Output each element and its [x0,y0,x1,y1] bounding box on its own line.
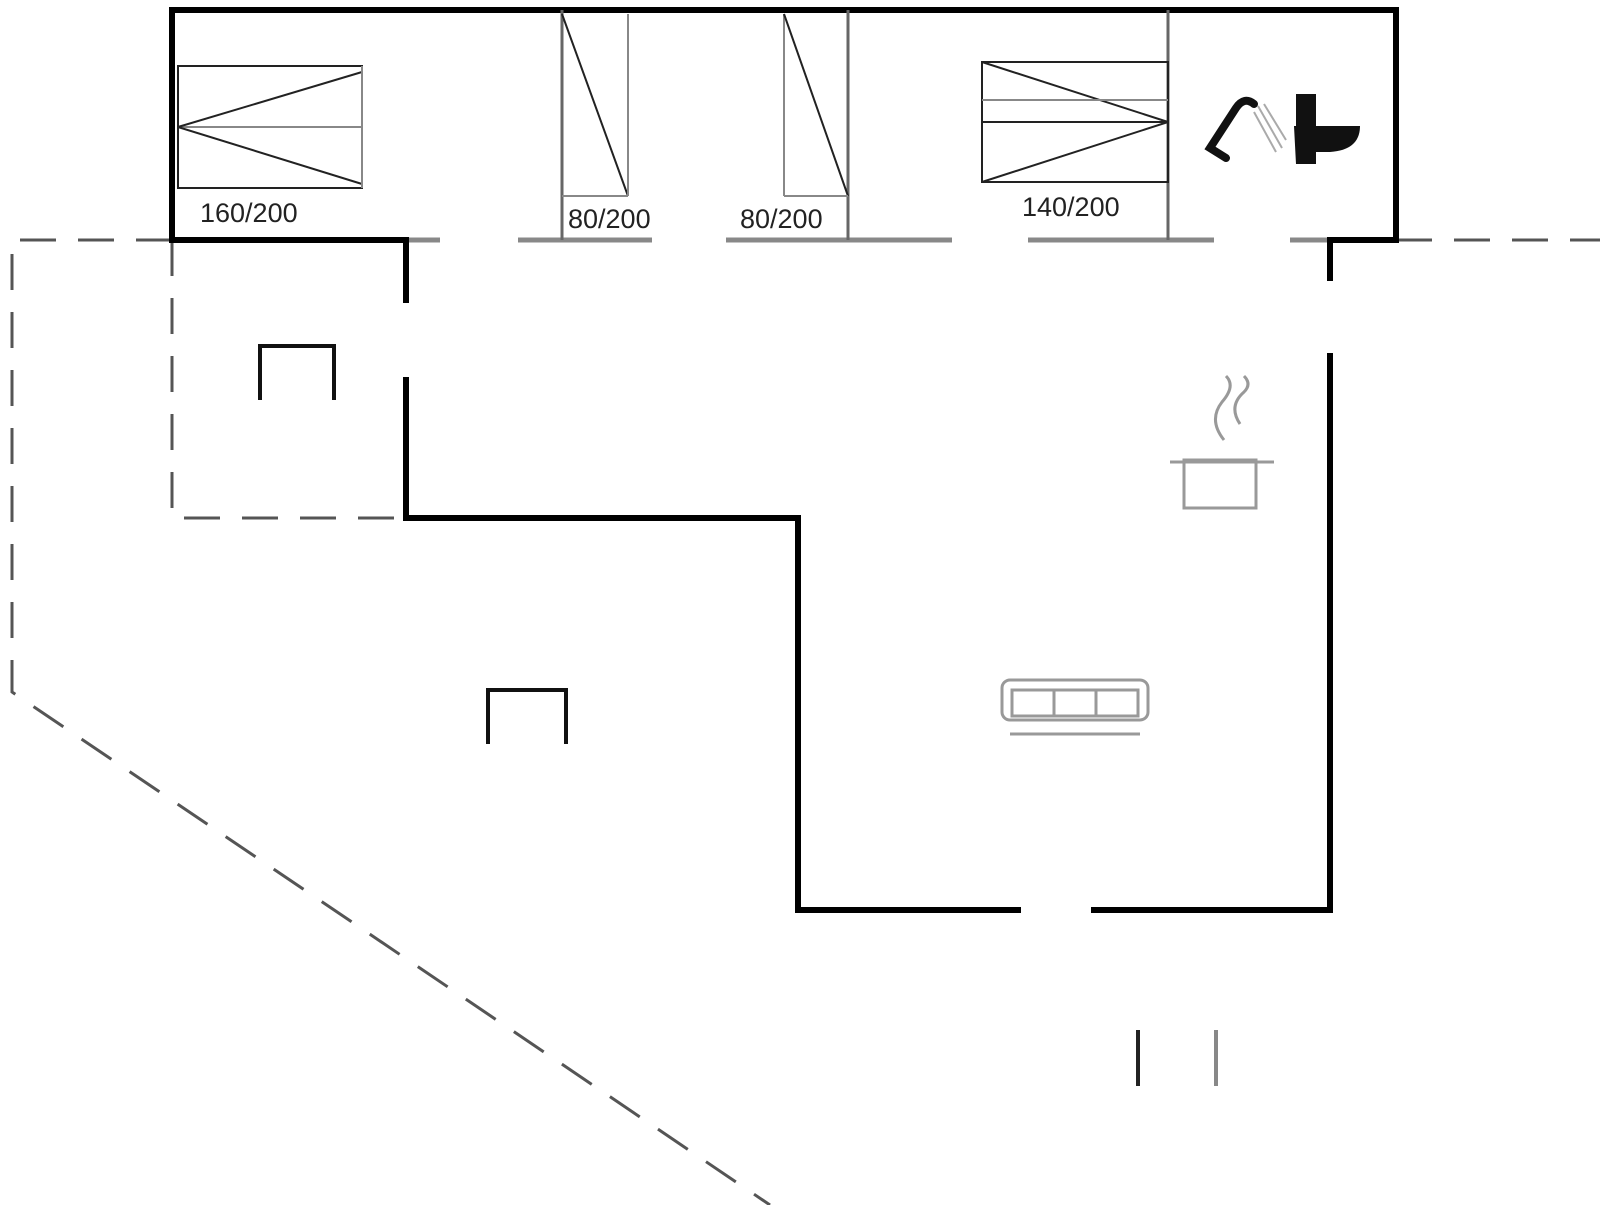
door-marker-icon [1136,1030,1218,1086]
shower-icon [1204,96,1287,162]
main-wall-right [1091,353,1333,913]
cooking-pot-icon [1170,374,1274,510]
chair-icon [486,688,568,744]
bed-label: 80/200 [568,204,651,234]
chair-icon [258,344,336,400]
bed-label: 160/200 [200,198,298,228]
sofa-icon [1000,678,1150,736]
bedroom-wing-wall [169,7,1399,243]
annex-outline [170,240,406,520]
main-wall-right-top [1327,237,1399,281]
bed-label: 140/200 [1022,192,1120,222]
bed-160-200: 160/200 [177,65,363,228]
terrace-outline [10,238,771,1205]
bed-140-200: 140/200 [981,61,1169,222]
bed-label: 80/200 [740,204,823,234]
bed-80-200-b: 80/200 [740,13,849,234]
toilet-icon [1294,94,1360,164]
bed-80-200-a: 80/200 [561,13,651,234]
main-wall-left-top [169,237,409,303]
main-wall-left [403,377,1021,913]
